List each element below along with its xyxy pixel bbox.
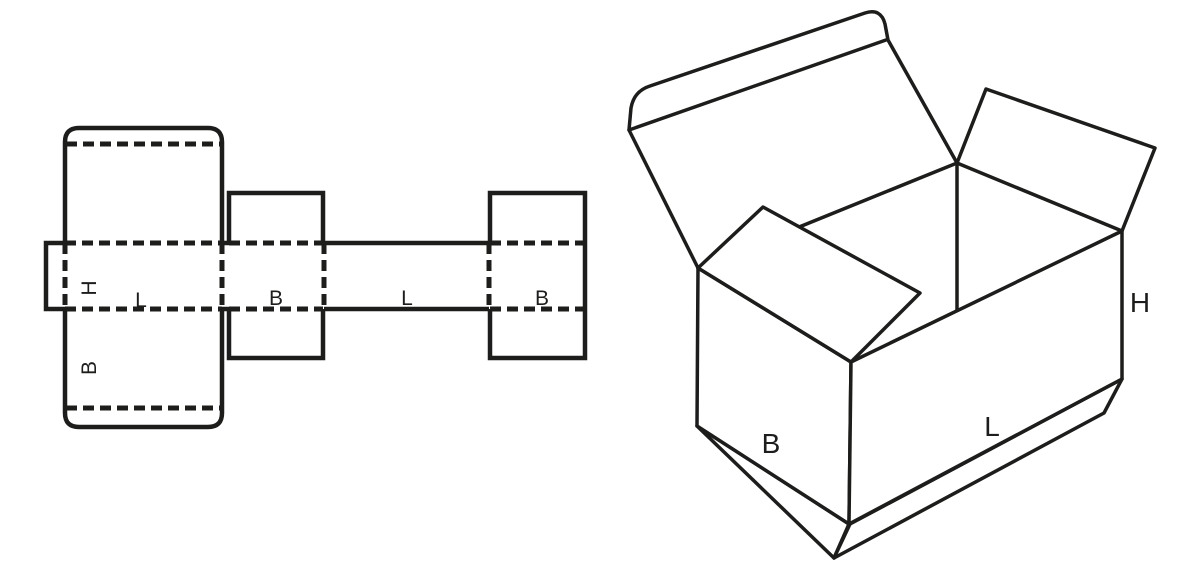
dieline-glue-tab bbox=[43, 240, 66, 312]
dieline-length-strip-edges bbox=[324, 240, 489, 312]
box3d-breadth-label: B bbox=[762, 428, 781, 459]
box-right-flap bbox=[955, 87, 1157, 233]
dieline-left-length-label: L bbox=[135, 289, 147, 312]
dieline-lid-column-bottom bbox=[62, 309, 225, 430]
box-3d bbox=[627, 10, 1157, 560]
dieline-lid-column-top bbox=[62, 125, 225, 243]
box3d-height-label: H bbox=[1130, 287, 1150, 318]
diagram-labels: H L B B L B B L H bbox=[78, 280, 1150, 459]
box3d-length-label: L bbox=[984, 411, 1000, 442]
dieline-panel-breadth-label-1: B bbox=[269, 287, 283, 310]
dieline-panel-breadth-label-2: B bbox=[535, 287, 549, 310]
dieline bbox=[43, 125, 588, 430]
dieline-left-breadth-label: B bbox=[78, 361, 101, 375]
dieline-breadth-panel-1-bottom bbox=[226, 309, 326, 361]
box-lid-crease bbox=[627, 38, 888, 132]
fold-line-b1-band bbox=[229, 240, 323, 312]
dieline-breadth-panel-2 bbox=[487, 190, 588, 361]
dieline-breadth-panel-1-top bbox=[226, 190, 326, 243]
box-lid-flap bbox=[627, 10, 959, 270]
box-front-flap bbox=[696, 205, 922, 364]
dieline-fold-lines bbox=[62, 141, 585, 411]
dieline-height-label: H bbox=[78, 280, 101, 295]
dieline-panel-length-label: L bbox=[401, 287, 413, 310]
box-length-face bbox=[847, 229, 1124, 526]
